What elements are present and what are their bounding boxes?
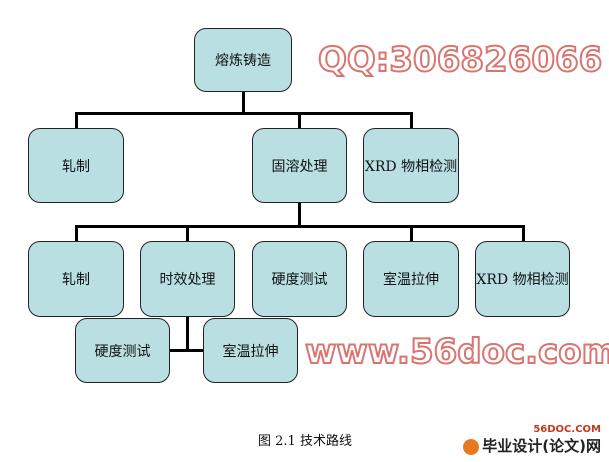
connector [75, 225, 78, 241]
node-l3-tensile: 室温拉伸 [203, 318, 298, 383]
node-label: 轧制 [62, 158, 90, 175]
connector [242, 92, 245, 114]
node-label: XRD 物相检测 [476, 272, 569, 288]
connector [298, 112, 301, 128]
connector [410, 225, 413, 241]
connector [170, 349, 203, 352]
connector [298, 203, 301, 227]
logo-name: 毕业设计(论文)网 [482, 437, 601, 455]
connector [186, 317, 189, 352]
node-label: 熔炼铸造 [215, 53, 271, 69]
connector [75, 112, 412, 115]
logo-icon [463, 438, 480, 455]
node-l2-aging: 时效处理 [140, 241, 235, 317]
connector [186, 225, 189, 241]
connector [75, 112, 78, 128]
node-l2-rolling: 轧制 [28, 241, 124, 317]
node-l2-xrd: XRD 物相检测 [475, 241, 570, 317]
node-label: 硬度测试 [271, 272, 328, 288]
connector [410, 112, 413, 128]
watermark-qq: QQ:306826066 [317, 39, 603, 81]
node-label: 时效处理 [159, 272, 216, 288]
node-l1-rolling: 轧制 [28, 128, 124, 203]
site-logo: 56DOC.COM 毕业设计(论文)网 [463, 424, 601, 456]
logo-site: 56DOC.COM [533, 424, 601, 435]
node-label: 硬度测试 [94, 343, 151, 360]
node-label: 轧制 [62, 272, 90, 288]
node-root: 熔炼铸造 [194, 28, 292, 92]
node-l2-tensile: 室温拉伸 [363, 241, 459, 317]
node-label: 室温拉伸 [383, 272, 439, 288]
figure-caption: 图 2.1 技术路线 [258, 434, 352, 449]
connector [75, 225, 525, 228]
watermark-url: www.56doc.com [304, 331, 609, 373]
connector [522, 225, 525, 241]
node-l3-hardness: 硬度测试 [75, 318, 170, 383]
node-label: XRD 物相检测 [364, 158, 458, 175]
node-l2-hardness: 硬度测试 [252, 241, 347, 317]
node-label: 室温拉伸 [222, 343, 279, 360]
node-l1-solution: 固溶处理 [252, 128, 347, 203]
node-l1-xrd: XRD 物相检测 [363, 128, 459, 203]
node-label: 固溶处理 [271, 158, 328, 175]
